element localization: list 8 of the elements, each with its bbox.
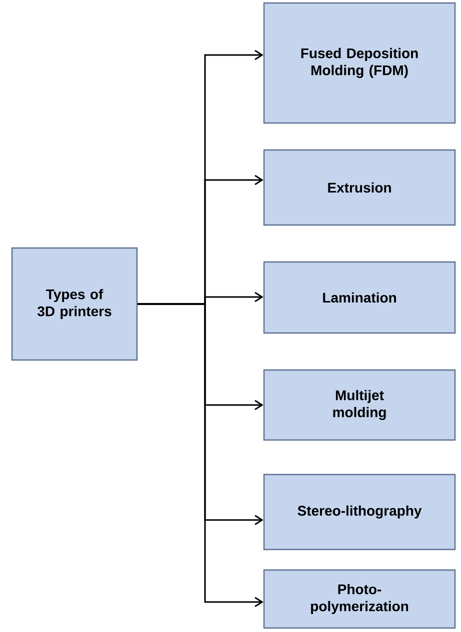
type-box: Multijet molding	[263, 369, 456, 441]
arrow	[138, 303, 264, 608]
type-box: Fused Deposition Molding (FDM)	[263, 2, 456, 124]
type-box: Stereo-lithography	[263, 474, 456, 550]
category-box: Types of 3D printers	[11, 247, 138, 361]
type-box: Photo-polymerization	[263, 569, 456, 629]
type-box: Extrusion	[263, 149, 456, 226]
type-box: Lamination	[263, 261, 456, 334]
